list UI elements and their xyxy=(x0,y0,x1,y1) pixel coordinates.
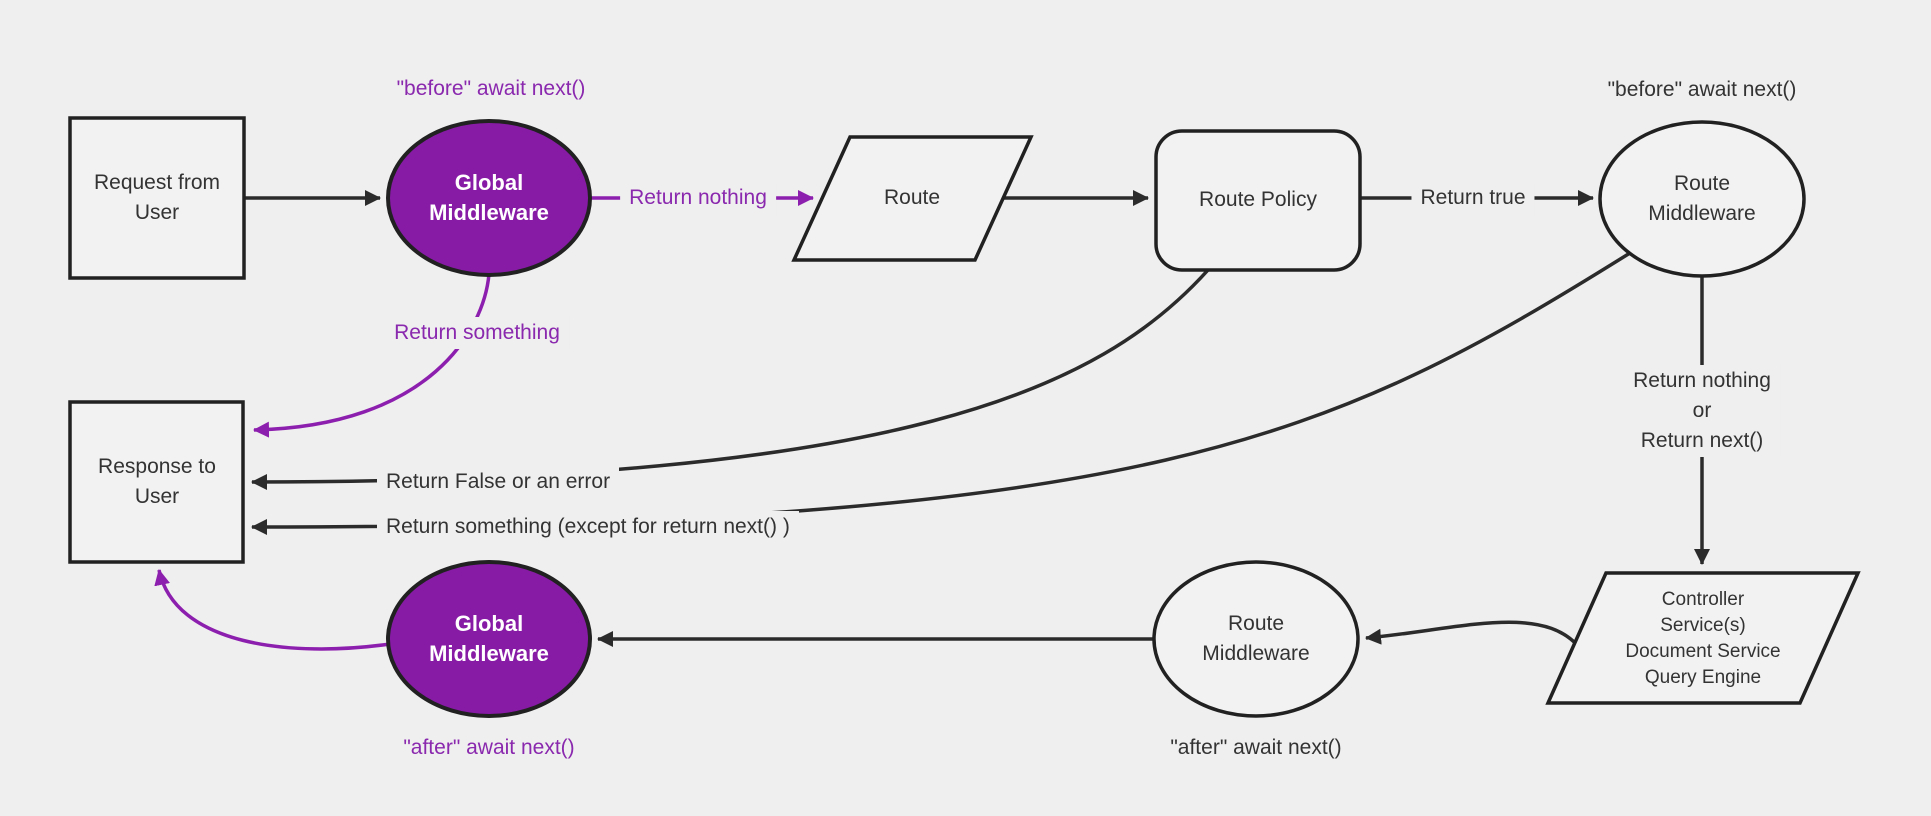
edge-label-return-something-except: Return something (except for return next… xyxy=(377,511,799,543)
response-node-label: Response to User xyxy=(98,455,216,508)
edge-services-to-route-middleware-bottom xyxy=(1365,620,1580,648)
response-node-shape xyxy=(68,400,245,564)
caption-after-await-next-global: "after" await next() xyxy=(403,736,575,759)
caption-before-await-next-global: "before" await next() xyxy=(396,77,586,100)
global-middleware-top-label: Global Middleware xyxy=(429,170,549,225)
edge-global-middleware-to-response xyxy=(253,273,491,438)
global-middleware-bottom-label: Global Middleware xyxy=(429,611,549,666)
global-middleware-top-shape xyxy=(386,119,592,277)
route-node-label: Route xyxy=(883,186,941,209)
route-middleware-top-shape xyxy=(1598,120,1806,278)
edge-label-return-true: Return true xyxy=(1411,182,1535,214)
services-node-label: Controller Service(s) Document Service Q… xyxy=(1625,589,1781,688)
edge-global-middleware-bottom-to-response xyxy=(154,569,391,651)
edge-route-policy-to-response xyxy=(251,268,1210,490)
services-node-shape xyxy=(1545,571,1861,705)
global-middleware-bottom-shape xyxy=(386,560,592,718)
caption-before-await-next-route: "before" await next() xyxy=(1607,78,1797,101)
caption-after-await-next-route: "after" await next() xyxy=(1170,736,1342,759)
route-node-shape xyxy=(791,135,1034,262)
edge-label-return-false-or-error: Return False or an error xyxy=(377,466,620,498)
route-policy-node-label: Route Policy xyxy=(1199,188,1317,211)
edge-label-return-nothing: Return nothing xyxy=(620,182,776,214)
request-node-shape xyxy=(68,116,246,280)
route-policy-node-shape xyxy=(1154,129,1362,272)
route-middleware-top-label: Route Middleware xyxy=(1648,172,1756,225)
request-node-label: Request from User xyxy=(93,171,221,224)
route-middleware-bottom-shape xyxy=(1152,560,1360,718)
edge-label-return-something: Return something xyxy=(385,317,569,349)
edge-label-return-nothing-or-next: Return nothing or Return next() xyxy=(1624,365,1780,457)
route-middleware-bottom-label: Route Middleware xyxy=(1202,612,1310,665)
